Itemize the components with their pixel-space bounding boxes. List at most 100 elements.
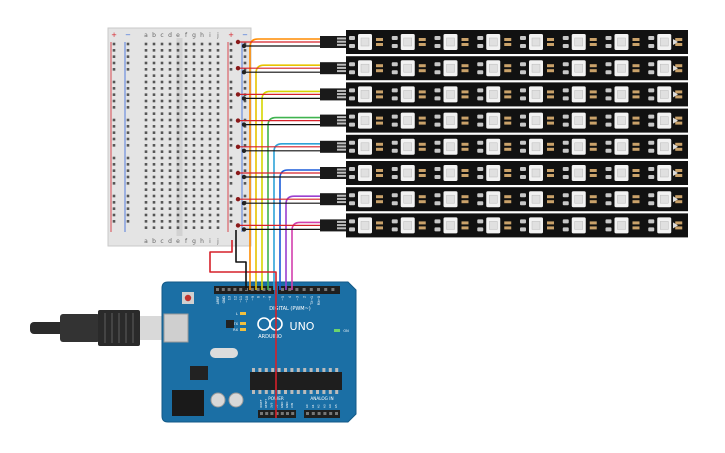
capacitor: [589, 142, 597, 146]
breadboard-hole: [176, 188, 180, 191]
column-letter: j: [216, 32, 219, 39]
solder-pad: [477, 44, 484, 48]
rail-hole: [229, 131, 233, 134]
breadboard-hole: [184, 188, 188, 191]
solder-pad: [520, 193, 526, 198]
breadboard-hole: [192, 42, 196, 46]
rail-hole: [229, 80, 233, 84]
rail-hole: [229, 118, 233, 122]
usb-grip-rib: [104, 313, 106, 343]
solder-pad: [520, 219, 526, 224]
capacitor: [632, 200, 640, 204]
breadboard-hole: [192, 156, 196, 160]
led-die: [574, 194, 583, 204]
capacitor: [547, 64, 554, 68]
solder-pad: [391, 167, 398, 171]
column-letter: j: [216, 238, 219, 245]
reset-button-cap[interactable]: [184, 294, 192, 302]
led-die: [617, 194, 626, 204]
breadboard-hole: [176, 137, 180, 141]
rail-hole: [126, 213, 130, 217]
connector-pin: [337, 197, 346, 200]
chip-pin: [328, 368, 332, 372]
atmega-chip: [250, 372, 342, 390]
capacitor: [376, 121, 383, 125]
solder-pad: [562, 167, 569, 171]
capacitor: [376, 169, 383, 172]
led-die: [531, 221, 541, 230]
solder-pad: [477, 167, 484, 171]
connector-pin: [337, 63, 346, 66]
breadboard-hole: [184, 169, 188, 172]
led-die: [574, 37, 583, 47]
led-die: [489, 221, 498, 230]
digital-header-high: [214, 286, 274, 294]
column-letter: b: [152, 32, 156, 39]
solder-pad: [648, 62, 655, 67]
breadboard-hole: [208, 80, 212, 84]
rail-hole: [112, 156, 116, 160]
breadboard-hole: [176, 106, 180, 109]
solder-pad: [648, 36, 655, 40]
capacitor: [376, 116, 383, 120]
breadboard-hole: [192, 93, 196, 96]
solder-pad: [648, 96, 655, 101]
breadboard-hole: [216, 137, 220, 141]
connector-pin: [337, 70, 346, 73]
breadboard-hole: [216, 112, 220, 115]
breadboard-hole: [184, 201, 188, 204]
capacitor: [504, 174, 512, 177]
rail-hole: [229, 99, 233, 103]
breadboard-hole: [152, 137, 156, 141]
breadboard-hole: [144, 42, 148, 46]
header-pin: [221, 288, 225, 291]
connector-pin: [337, 148, 346, 151]
header-pin: [280, 412, 284, 415]
analog-pin-label: A2: [317, 404, 321, 408]
led-die: [574, 168, 583, 178]
breadboard-hole: [168, 55, 172, 58]
breadboard-hole: [160, 93, 164, 96]
wire-endpoint: [235, 197, 241, 202]
breadboard-hole: [176, 156, 180, 160]
capacitor: [376, 221, 383, 225]
solder-pad: [434, 88, 441, 93]
breadboard-hole: [160, 99, 164, 103]
breadboard-hole: [208, 169, 212, 172]
breadboard-hole: [176, 112, 180, 115]
capacitor: [547, 169, 554, 172]
solder-pad: [562, 140, 569, 145]
breadboard-hole: [200, 74, 204, 77]
breadboard-hole: [160, 61, 164, 65]
capacitor: [461, 200, 469, 204]
breadboard-hole: [176, 42, 180, 46]
breadboard-hole: [200, 144, 204, 147]
rx-led: [240, 328, 246, 331]
capacitor: [461, 174, 469, 177]
rail-hole: [243, 137, 247, 141]
capacitor: [589, 69, 597, 73]
breadboard-hole: [192, 213, 196, 217]
capacitor: [547, 221, 554, 225]
solder-pad: [520, 227, 526, 232]
breadboard-hole: [216, 49, 220, 52]
on-led-label: ON: [343, 329, 349, 333]
led-die: [660, 116, 669, 125]
breadboard-hole: [200, 213, 204, 217]
capacitor: [675, 64, 683, 68]
capacitor: [547, 43, 554, 46]
breadboard-hole: [160, 125, 164, 128]
led-die: [660, 168, 669, 178]
capacitor: [675, 121, 683, 125]
capacitor: [504, 142, 512, 146]
breadboard-hole: [168, 118, 172, 122]
solder-pad: [477, 219, 484, 224]
breadboard-hole: [184, 74, 188, 77]
solder-pad: [520, 148, 526, 153]
chip-pin: [303, 390, 307, 394]
breadboard-hole: [144, 61, 148, 65]
led-die: [531, 90, 541, 99]
led-die: [574, 142, 583, 152]
capacitor: [461, 221, 469, 225]
